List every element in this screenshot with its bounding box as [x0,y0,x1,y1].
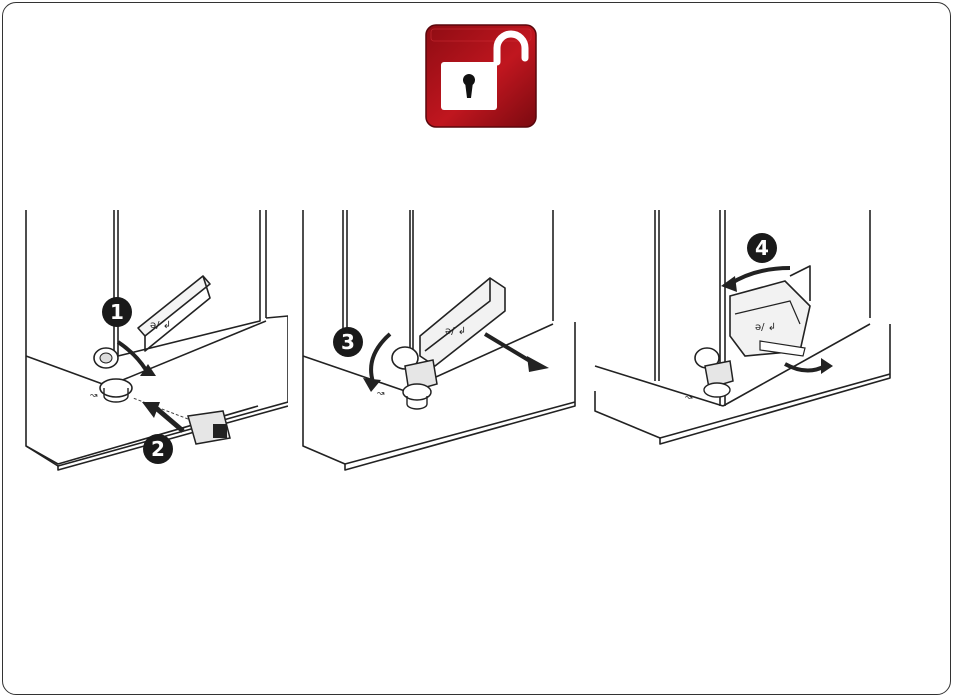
turn-mark: ↝ [684,393,693,403]
turn-mark: ↝ [89,391,98,401]
step-panel-3: ə/ ↲ 4 ↝ [594,210,891,445]
slot-symbol: ə/ ↲ [755,322,776,333]
step-panel-1: ə/ ↲ 1 2 ↝ [25,210,288,471]
slot-symbol: ə/ ↲ [150,320,171,331]
lock-with-key [694,347,734,398]
step-badge-2: 2 [143,434,173,464]
svg-text:2: 2 [151,437,165,461]
lock-cylinder [93,347,133,403]
key-icon [132,397,231,445]
svg-text:3: 3 [341,330,355,354]
pull-arrow-icon [483,332,537,366]
slot-symbol: ə/ ↲ [445,326,466,337]
remove-arrow-icon [784,362,826,373]
step-panel-2: ə/ ↲ 3 ↝ [302,210,576,471]
curved-arrow-icon [116,340,148,372]
svg-text:4: 4 [755,236,769,260]
step-badge-3: 3 [333,327,363,357]
lock-with-key [391,346,438,410]
unlock-padlock-icon [425,24,537,128]
turn-arrow-icon [369,332,392,383]
step-badge-1: 1 [102,297,132,327]
turn-mark: ↝ [376,389,385,399]
svg-text:1: 1 [110,300,124,324]
step-badge-4: 4 [747,233,777,263]
insert-arrow-icon [154,406,185,433]
removed-cover: ə/ ↲ [729,280,811,357]
